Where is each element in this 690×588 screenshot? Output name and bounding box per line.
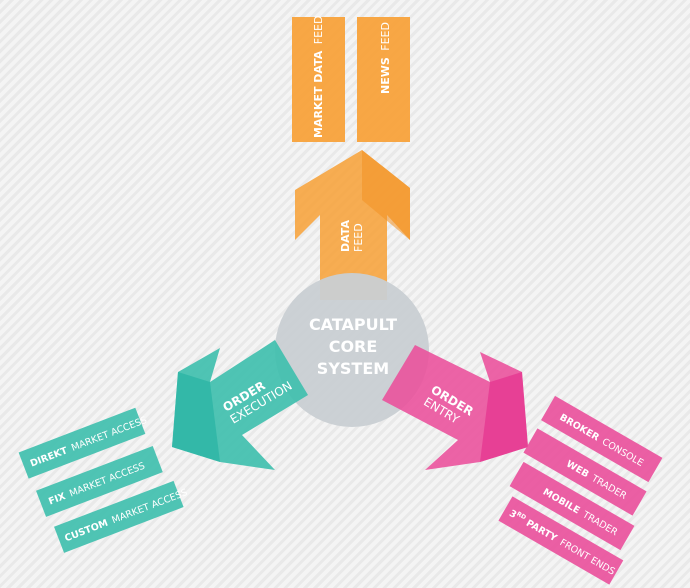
svg-text:DATA FEED: DATA FEED [339,217,365,252]
data-feed-light: FEED [352,223,365,252]
core-line-2: CORE [329,337,378,356]
market-data-feed-box: MARKET DATA FEED [292,16,345,142]
order-execution-arrow: ORDER EXECUTION [172,340,308,470]
order-entry-arrow: ORDER ENTRY [382,345,528,470]
market-data-feed-light: FEED [312,16,325,45]
news-feed-box: NEWS FEED [357,17,410,142]
front-ends-list: BROKER CONSOLE WEB TRADER MOBILE TRADER … [498,395,663,585]
core-line-3: SYSTEM [317,359,389,378]
svg-text:MARKET DATA FEED: MARKET DATA FEED [312,16,325,138]
front-end-item-mobile: MOBILE TRADER [509,461,635,551]
market-access-list: DIREKT MARKET ACCESS FIX MARKET ACCESS C… [18,407,189,553]
core-line-1: CATAPULT [309,315,397,334]
news-feed-light: FEED [379,22,392,51]
data-feed-arrow: DATA FEED [295,150,410,300]
svg-text:NEWS FEED: NEWS FEED [379,22,392,94]
data-feed-bold: DATA [339,220,352,252]
market-data-feed-bold: MARKET DATA [312,50,325,138]
news-feed-bold: NEWS [379,57,392,94]
